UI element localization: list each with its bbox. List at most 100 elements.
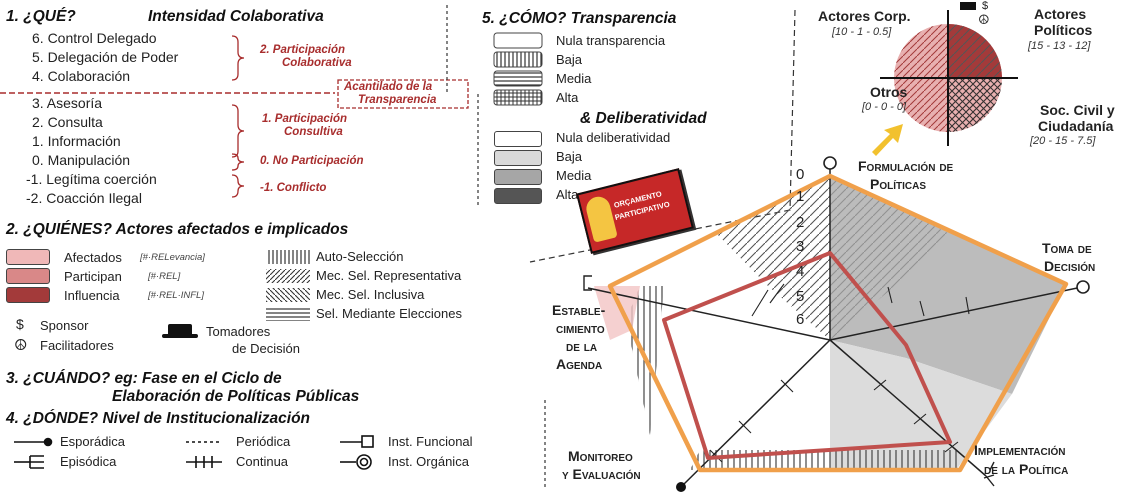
swatch-delib-media bbox=[494, 169, 542, 185]
axis-formulacion-1: Formulación de bbox=[858, 158, 954, 174]
role-influencia-tag: [#·REL·INFL] bbox=[148, 290, 204, 301]
swatch-auto-seleccion bbox=[266, 250, 310, 264]
donde-inst-funcional: Inst. Funcional bbox=[388, 434, 473, 449]
radar-inner-polygon bbox=[662, 251, 952, 460]
donde-inst-organica: Inst. Orgánica bbox=[388, 454, 469, 469]
actores-otros: Otros bbox=[870, 84, 908, 100]
transp-baja: Baja bbox=[556, 52, 583, 67]
donde-continua: Continua bbox=[236, 454, 289, 469]
level-minus-1: -1. Legítima coerción bbox=[26, 171, 157, 187]
swatch-mec-representativa bbox=[266, 269, 310, 283]
swatch-delib-nula bbox=[494, 131, 542, 147]
sel-elecciones: Sel. Mediante Elecciones bbox=[316, 306, 462, 321]
swatch-alta-transparencia bbox=[493, 89, 543, 106]
role-afectados-tag: [#·RELevancia] bbox=[140, 252, 205, 263]
level-4: 4. Colaboración bbox=[32, 68, 131, 84]
transp-media: Media bbox=[556, 71, 592, 86]
sponsor-label: Sponsor bbox=[40, 318, 89, 333]
radar-outer-polygon bbox=[607, 173, 1069, 473]
cuando-line1: 3. ¿CUÁNDO? eg: Fase en el Ciclo de bbox=[6, 370, 282, 387]
level-3: 3. Asesoría bbox=[32, 95, 103, 111]
cliff-line1: Acantilado de la bbox=[344, 81, 433, 93]
cliff-line2: Transparencia bbox=[358, 94, 437, 106]
axis-decision-2: Decisión bbox=[1044, 258, 1096, 274]
role-participan: Participan bbox=[64, 269, 122, 284]
sel-inclusiva: Mec. Sel. Inclusiva bbox=[316, 287, 425, 302]
que-title: 1. ¿QUÉ? bbox=[6, 8, 76, 25]
donde-episodica: Episódica bbox=[60, 454, 117, 469]
actores-corp: Actores Corp. bbox=[818, 8, 911, 24]
top-hat-brim bbox=[162, 334, 198, 338]
level-6: 6. Control Delegado bbox=[32, 30, 157, 46]
group-no-participacion: 0. No Participación bbox=[260, 155, 364, 167]
level-2: 2. Consulta bbox=[32, 114, 103, 130]
delib-media: Media bbox=[556, 168, 592, 183]
peace-icon: ☮ bbox=[14, 337, 28, 354]
tick-2: 2 bbox=[796, 214, 805, 231]
politicos-top-hat-icon bbox=[960, 2, 976, 10]
actores-politicos-2: Políticos bbox=[1034, 22, 1093, 38]
axis-end-circle-right bbox=[1076, 280, 1090, 294]
axis-agenda-1: Estable- bbox=[552, 302, 606, 318]
axis-end-square-left bbox=[583, 275, 592, 291]
delib-baja: Baja bbox=[556, 149, 583, 164]
swatch-delib-alta bbox=[494, 188, 542, 204]
level-0: 0. Manipulación bbox=[32, 152, 131, 168]
tomadores-line1: Tomadores bbox=[206, 324, 271, 339]
quienes-title: 2. ¿QUIÉNES? Actores afectados e implica… bbox=[6, 221, 349, 238]
actors-quadrant bbox=[880, 10, 1018, 146]
yellow-arrow-icon bbox=[872, 124, 903, 156]
group-conflicto: -1. Conflicto bbox=[260, 182, 327, 194]
donde-title: 4. ¿DÓNDE? Nivel de Institucionalización bbox=[6, 410, 311, 427]
sector-decision-gray bbox=[830, 176, 1066, 394]
swatch-influencia bbox=[6, 287, 50, 303]
axis-monitoreo-1: Monitoreo bbox=[568, 448, 633, 464]
role-participan-tag: [#·REL] bbox=[148, 271, 181, 282]
actores-civil-vals: [20 - 15 - 7.5] bbox=[1030, 135, 1096, 147]
que-subtitle: Intensidad Colaborativa bbox=[148, 8, 324, 25]
level-5: 5. Delegación de Poder bbox=[32, 49, 179, 65]
actores-civil-1: Soc. Civil y bbox=[1040, 102, 1115, 118]
group-colaborativa-2: Colaborativa bbox=[282, 57, 352, 69]
swatch-afectados bbox=[6, 249, 50, 265]
top-hat-icon bbox=[168, 324, 192, 334]
tick-0: 0 bbox=[796, 166, 805, 183]
swatch-baja-transparencia bbox=[493, 51, 543, 68]
swatch-media-transparencia bbox=[493, 70, 543, 87]
axis-agenda-3: de la bbox=[566, 338, 598, 354]
actores-otros-vals: [0 - 0 - 0] bbox=[862, 101, 907, 113]
group-consultiva-1: 1. Participación bbox=[262, 113, 348, 125]
radar-chart bbox=[583, 156, 1090, 492]
donde-symbols bbox=[14, 435, 374, 470]
transp-nula: Nula transparencia bbox=[556, 33, 666, 48]
tick-4: 4 bbox=[796, 263, 805, 280]
donde-esporadica: Esporádica bbox=[60, 434, 126, 449]
tick-1: 1 bbox=[796, 188, 805, 205]
que-brackets bbox=[231, 35, 245, 198]
axis-formulacion-2: Políticas bbox=[870, 176, 927, 192]
facilitadores-label: Facilitadores bbox=[40, 338, 114, 353]
axis-end-fork-bottomright bbox=[983, 461, 995, 487]
axis-end-dot-bottomleft bbox=[676, 482, 686, 492]
delib-alta: Alta bbox=[556, 187, 579, 202]
swatch-participan bbox=[6, 268, 50, 284]
como-title: 5. ¿CÓMO? Transparencia bbox=[482, 10, 677, 27]
sel-auto: Auto-Selección bbox=[316, 249, 404, 264]
actores-corp-vals: [10 - 1 - 0.5] bbox=[832, 26, 892, 38]
group-consultiva-2: Consultiva bbox=[284, 126, 343, 138]
actores-civil-2: Ciudadanía bbox=[1038, 118, 1114, 134]
axis-end-circle-top bbox=[823, 156, 837, 170]
tomadores-line2: de Decisión bbox=[232, 341, 300, 356]
sel-representativa: Mec. Sel. Representativa bbox=[316, 268, 462, 283]
tick-6: 6 bbox=[796, 311, 805, 328]
transp-alta: Alta bbox=[556, 90, 579, 105]
tick-3: 3 bbox=[796, 238, 805, 255]
axis-implementacion-2: de la Política bbox=[984, 461, 1069, 477]
cuando-line2: Elaboración de Políticas Públicas bbox=[112, 388, 360, 405]
donde-periodica: Periódica bbox=[236, 434, 291, 449]
role-influencia: Influencia bbox=[64, 288, 120, 303]
axis-agenda-4: Agenda bbox=[556, 356, 603, 372]
swatch-nula-transparencia bbox=[493, 32, 543, 49]
axis-decision-1: Toma de bbox=[1042, 240, 1092, 256]
swatch-delib-baja bbox=[494, 150, 542, 166]
